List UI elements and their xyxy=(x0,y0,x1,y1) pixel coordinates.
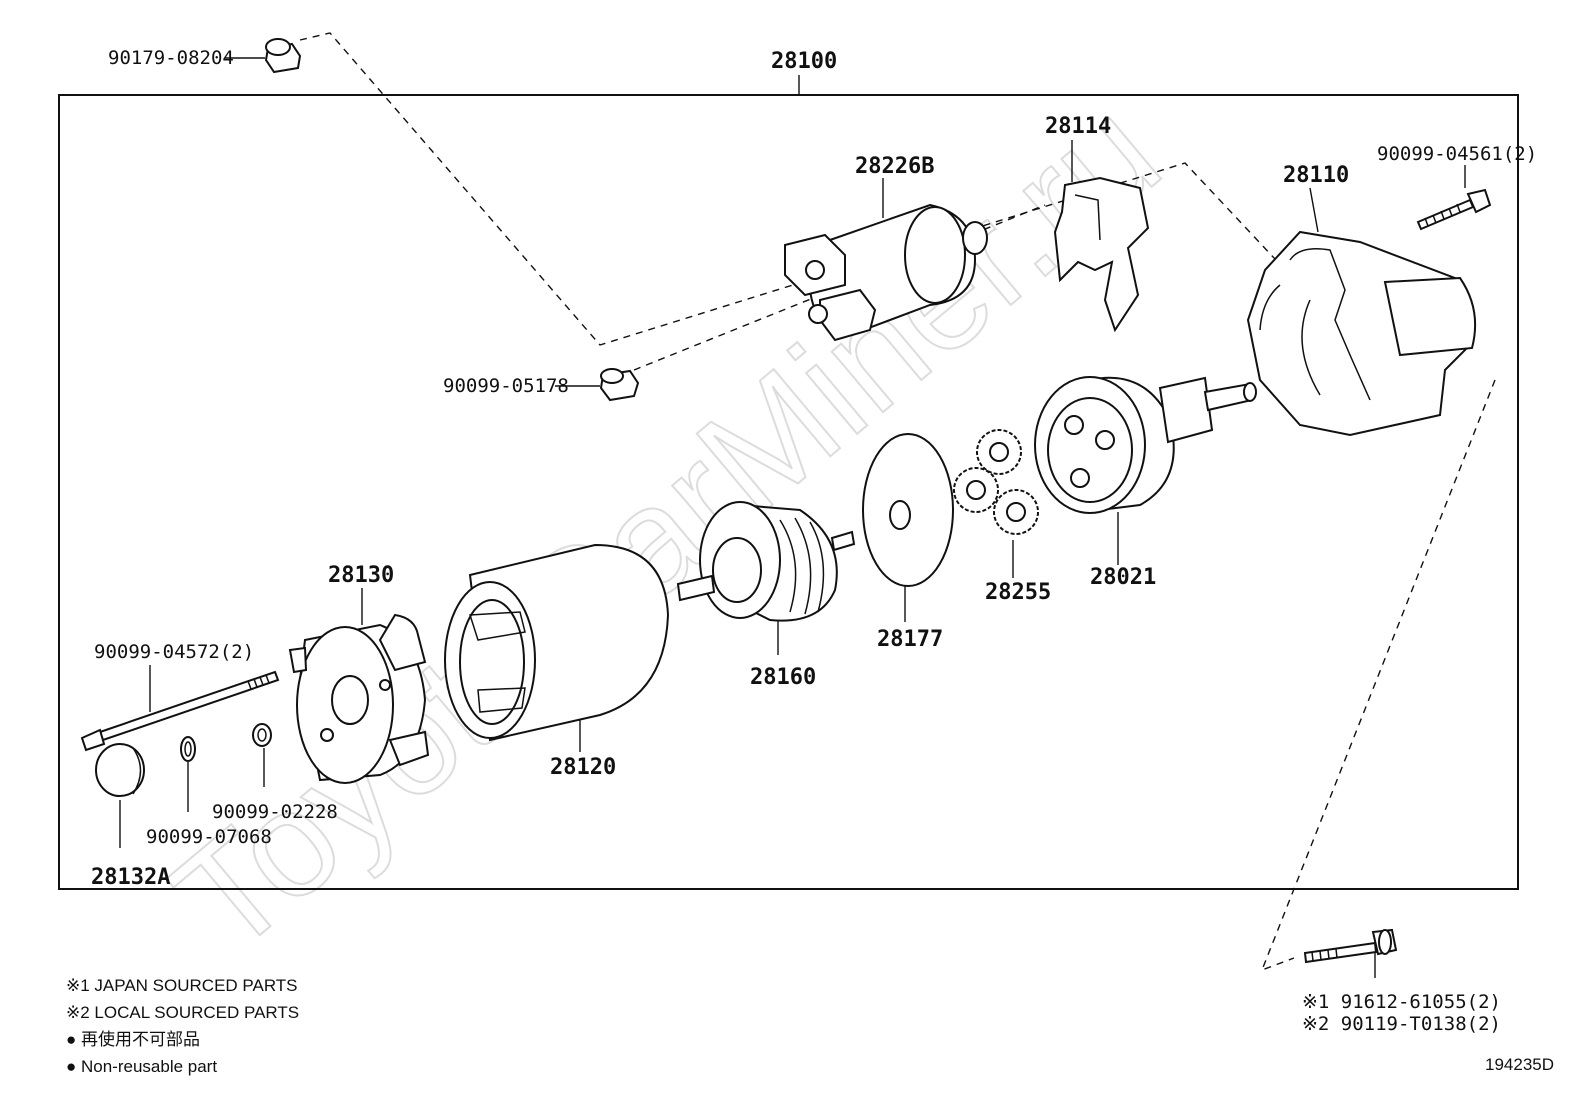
label-28226B: 28226B xyxy=(855,154,934,179)
label-90099-04561: 90099-04561(2) xyxy=(1377,143,1537,165)
legend: ※1 JAPAN SOURCED PARTS ※2 LOCAL SOURCED … xyxy=(66,976,299,1076)
label-28110: 28110 xyxy=(1283,163,1349,188)
legend-non-reusable-en: ● Non-reusable part xyxy=(66,1057,217,1076)
assembly-frame xyxy=(58,94,1519,890)
screw-90099-04561[interactable] xyxy=(1416,165,1492,231)
label-28132A: 28132A xyxy=(91,865,170,890)
end-frame-28130[interactable] xyxy=(288,588,430,784)
legend-non-reusable-jp: ● 再使用不可部品 xyxy=(66,1029,200,1049)
label-28130: 28130 xyxy=(328,563,394,588)
label-28160: 28160 xyxy=(750,665,816,690)
clutch-28021[interactable] xyxy=(1034,376,1257,565)
label-90179-08204: 90179-08204 xyxy=(108,47,234,69)
label-28255: 28255 xyxy=(985,580,1051,605)
through-bolt-90099-04572[interactable] xyxy=(80,665,280,752)
label-91612-61055: ※1 91612-61055(2) xyxy=(1302,991,1501,1013)
label-assembly-28100: 28100 xyxy=(771,49,837,74)
lever-28114[interactable] xyxy=(1053,140,1150,333)
label-28021: 28021 xyxy=(1090,565,1156,590)
nut-90179-08204[interactable] xyxy=(225,38,302,74)
label-90119-T0138: ※2 90119-T0138(2) xyxy=(1302,1013,1501,1035)
yoke-28120[interactable] xyxy=(444,543,670,752)
legend-japan-sourced: ※1 JAPAN SOURCED PARTS xyxy=(66,976,298,995)
washer-90099-02228[interactable] xyxy=(252,723,272,787)
label-90099-02228: 90099-02228 xyxy=(212,801,338,823)
label-90099-07068: 90099-07068 xyxy=(146,826,272,848)
label-90099-04572: 90099-04572(2) xyxy=(94,641,254,663)
label-28120: 28120 xyxy=(550,755,616,780)
washer-90099-07068[interactable] xyxy=(180,736,196,812)
bolt-91612-61055[interactable] xyxy=(1303,928,1398,978)
plate-28177[interactable] xyxy=(862,433,954,622)
figure-code: 194235D xyxy=(1485,1055,1554,1074)
solenoid-28226B[interactable] xyxy=(784,178,988,342)
nut-90099-05178[interactable] xyxy=(555,368,640,402)
cap-28132A[interactable] xyxy=(95,743,145,848)
legend-local-sourced: ※2 LOCAL SOURCED PARTS xyxy=(66,1003,299,1022)
housing-28110[interactable] xyxy=(1246,187,1477,437)
label-28177: 28177 xyxy=(877,627,943,652)
armature-28160[interactable] xyxy=(676,501,856,655)
label-28114: 28114 xyxy=(1045,114,1111,139)
planetary-gears-28255[interactable] xyxy=(953,429,1039,578)
label-90099-05178: 90099-05178 xyxy=(443,375,569,397)
